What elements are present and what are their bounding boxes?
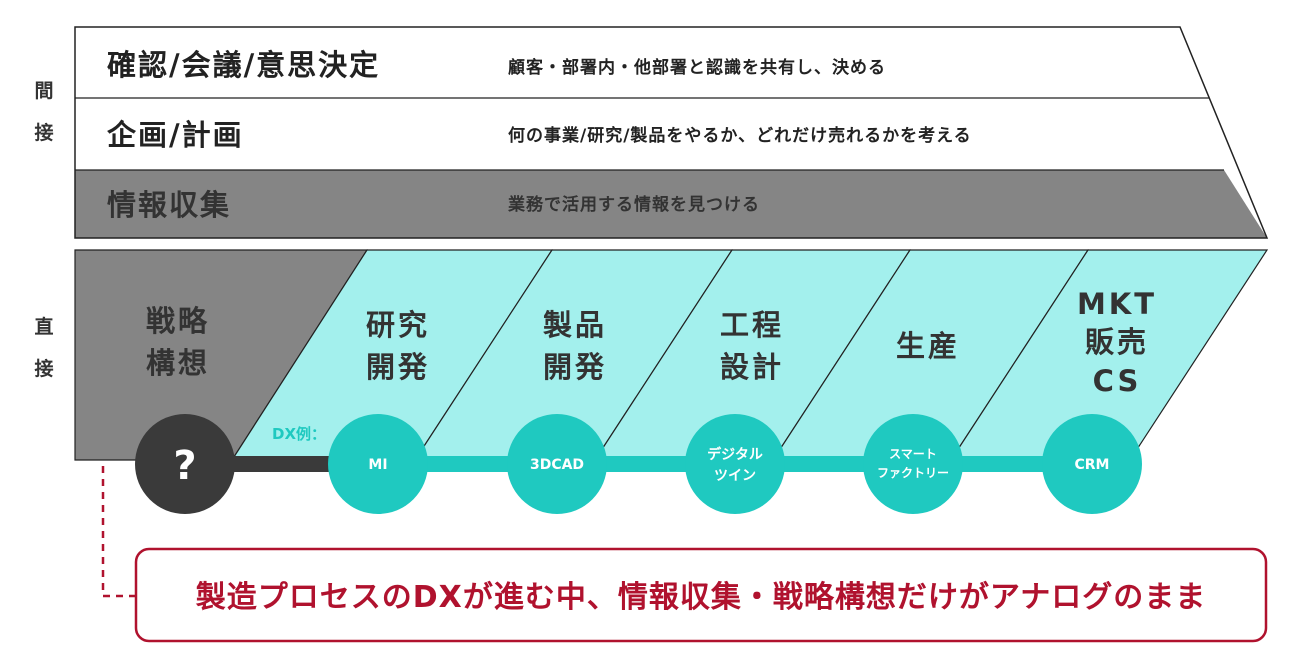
stage-product-line-2: 開発 [543, 350, 607, 384]
dx-node-mi [328, 414, 428, 514]
dx-node-digital-twin-line-1: デジタル [707, 446, 763, 463]
stage-process-line-2: 設計 [720, 350, 784, 384]
callout-box [134, 547, 1268, 643]
unknown-node [135, 414, 235, 514]
row-desc-planning: 何の事業/研究/製品をやるか、どれだけ売れるかを考える [508, 125, 972, 146]
stage-research-line-1: 研究 [366, 308, 430, 342]
stage-sales-line-1: MKT [1077, 287, 1157, 321]
dx-node-crm [1042, 414, 1142, 514]
stage-process-line-1: 工程 [720, 308, 784, 342]
dx-node-3dcad [507, 414, 607, 514]
row-desc-decision: 顧客・部署内・他部署と認識を共有し、決める [508, 57, 886, 78]
row-title-decision: 確認/会議/意思決定 [107, 48, 380, 82]
stage-strategy-line-2: 構想 [146, 346, 210, 380]
row-title-planning: 企画/計画 [107, 118, 244, 152]
stage-product-line-1: 製品 [543, 308, 607, 342]
stage-sales-line-2: 販売 [1085, 325, 1149, 359]
dx-node-digital-twin [685, 414, 785, 514]
dx-node-3dcad-label: 3DCAD [530, 457, 584, 473]
callout-connector [101, 466, 136, 598]
dx-node-mi-label: MI [368, 457, 387, 473]
indirect-label-char-1: 間 [34, 80, 53, 102]
indirect-arrow-outline [74, 26, 1269, 239]
question-mark-icon: ? [173, 443, 196, 489]
indirect-arrow: 確認/会議/意思決定 顧客・部署内・他部署と認識を共有し、決める 企画/計画 何… [74, 26, 1269, 239]
dx-node-smart-factory-line-1: スマート [889, 447, 937, 461]
dx-timeline: DX例： ? MI 3DCAD デジタル ツイン スマート ファクトリー CRM [135, 414, 1142, 514]
dx-node-digital-twin-line-2: ツイン [714, 468, 756, 484]
row-desc-info-gathering: 業務で活用する情報を見つける [508, 194, 760, 215]
callout: 製造プロセスのDXが進む中、情報収集・戦略構想だけがアナログのまま [101, 466, 1268, 643]
direct-label-char-2: 接 [34, 358, 53, 380]
indirect-side-label: 間 接 [34, 80, 53, 144]
indirect-label-char-2: 接 [34, 122, 53, 144]
stage-research-line-2: 開発 [366, 350, 430, 384]
direct-label-char-1: 直 [34, 315, 53, 338]
row-title-info-gathering: 情報収集 [107, 188, 231, 222]
direct-side-label: 直 接 [34, 315, 53, 380]
stage-sales-line-3: CS [1093, 364, 1142, 398]
dx-node-smart-factory [863, 414, 963, 514]
callout-message: 製造プロセスのDXが進む中、情報収集・戦略構想だけがアナログのまま [196, 580, 1206, 615]
stage-production-line-1: 生産 [896, 329, 960, 363]
dx-node-crm-label: CRM [1075, 457, 1110, 473]
dx-node-smart-factory-line-2: ファクトリー [877, 466, 949, 480]
info-gathering-band [75, 170, 1267, 238]
stage-strategy-line-1: 戦略 [146, 304, 210, 338]
dx-example-label: DX例： [272, 425, 326, 443]
